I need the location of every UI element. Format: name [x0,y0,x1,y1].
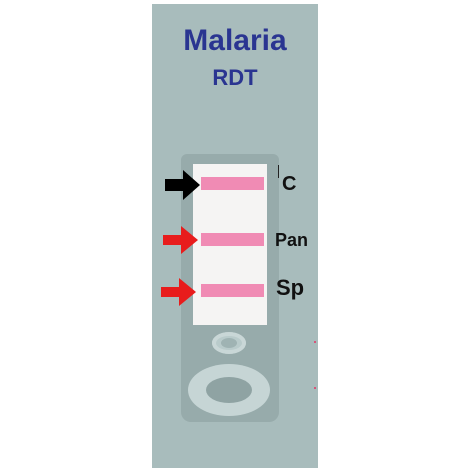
sp-line-label: Sp [276,275,305,300]
black-arrow-icon [165,170,200,200]
control-line-label: C [282,173,297,195]
speck-mark [314,387,316,389]
pan-line-label: Pan [275,230,309,250]
control-line-band [201,177,264,190]
sample-well-inner [206,377,252,403]
cassette-title: Malaria [183,24,287,57]
tick-mark [278,165,279,178]
buffer-well-inner [221,338,237,348]
red-arrow-icon [161,278,196,306]
cassette-subtitle: RDT [212,65,258,90]
red-arrow-icon [163,226,198,254]
pan-line-band [201,233,264,246]
speck-mark [314,341,316,343]
sp-line-band [201,284,264,297]
